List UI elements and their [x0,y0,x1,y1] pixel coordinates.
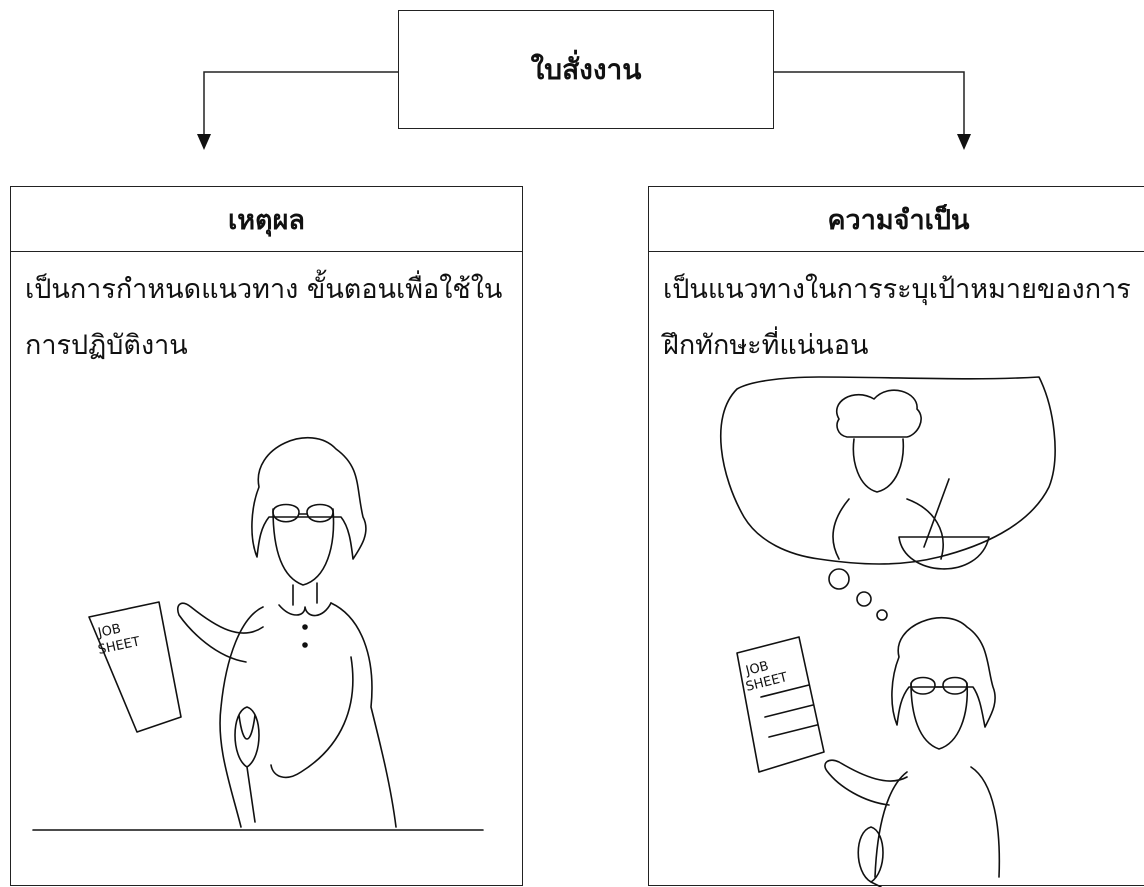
thought-dot-small [876,609,888,621]
arrowhead-right [957,134,971,150]
necessity-body: เป็นแนวทางในการระบุเป้าหมายของการ ฝึกทัก… [649,252,1144,374]
mixing-bowl [898,536,990,570]
hair [251,437,367,560]
woman-dreaming-chef-illustration: JOB SHEET [719,376,1056,887]
face [272,508,335,586]
right-arm [270,656,354,779]
face [910,682,969,750]
left-arm [176,602,264,663]
job-sheet-paper [88,601,182,733]
thought-dot-large [828,568,850,590]
arrowhead-left [197,134,211,150]
connector-right [774,71,965,138]
chef-face [852,438,905,493]
mixing-spoon [923,478,950,548]
glasses [272,503,334,523]
connector-left [203,71,398,138]
whisk [234,706,260,823]
necessity-line-1: เป็นแนวทางในการระบุเป้าหมายของการ [663,274,1131,305]
thought-bubble [719,376,1056,565]
whisk [857,826,884,887]
necessity-heading-text: ความจำเป็น [827,204,970,236]
dress [874,766,1001,878]
necessity-panel: ความจำเป็น เป็นแนวทางในการระบุเป้าหมายขอ… [648,186,1144,887]
chef-body [832,498,944,560]
left-arm [824,759,908,806]
job-sheet-lines [760,684,818,738]
job-sheet-paper [736,636,825,773]
dress [219,602,397,828]
reason-body: เป็นการกำหนดแนวทาง ขั้นตอนเพื่อใช้ใน การ… [11,252,522,374]
reason-heading: เหตุผล [11,187,522,252]
hair [891,617,996,728]
reason-panel: เหตุผล เป็นการกำหนดแนวทาง ขั้นตอนเพื่อใช… [10,186,523,886]
thought-dot-medium [856,591,872,607]
job-sheet-text-1: JOB [743,659,770,679]
reason-heading-text: เหตุผล [228,204,305,236]
chef-hat [836,389,922,438]
root-node: ใบสั่งงาน [398,10,774,129]
woman-holding-job-sheet-illustration: JOB SHEET [32,437,484,831]
root-label: ใบสั่งงาน [530,52,642,86]
job-sheet-text-1: JOB [96,621,123,641]
neck-collar [278,582,332,617]
glasses [910,676,968,695]
reason-line-2: การปฏิบัติงาน [25,330,188,361]
reason-line-1: เป็นการกำหนดแนวทาง ขั้นตอนเพื่อใช้ใน [25,274,503,305]
necessity-heading: ความจำเป็น [649,187,1144,252]
necessity-line-2: ฝึกทักษะที่แน่นอน [663,330,869,361]
